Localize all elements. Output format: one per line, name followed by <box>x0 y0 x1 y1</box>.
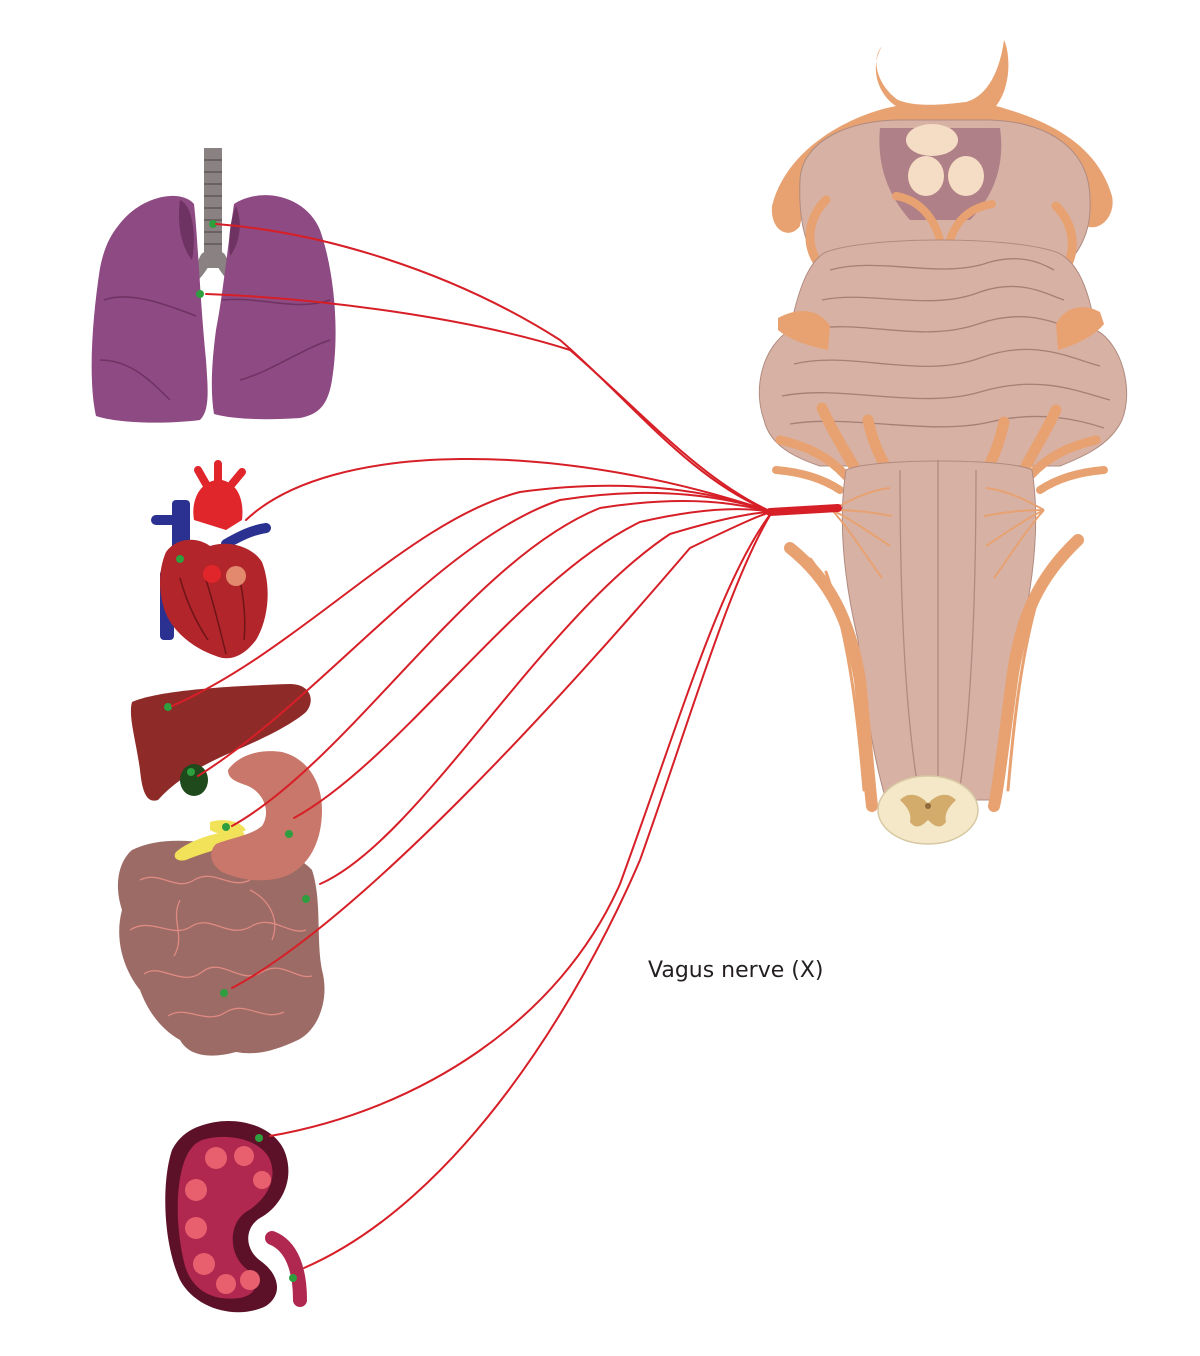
brainstem-icon <box>758 40 1128 845</box>
branch-kidney-lower <box>303 511 773 1269</box>
heart-outlines <box>179 577 246 655</box>
pons-fibers <box>781 258 1111 429</box>
pulmonary-veins <box>151 515 271 549</box>
right-lung <box>211 195 336 420</box>
ureter <box>265 1231 307 1307</box>
intestine-folds <box>129 875 313 1018</box>
trochlear-nerve-right <box>946 200 996 244</box>
aortic-root <box>203 565 221 583</box>
terminal-dot <box>285 830 293 838</box>
branch-liver <box>171 484 773 707</box>
branch-pancreas <box>231 499 773 827</box>
central-canal <box>925 803 931 809</box>
terminal-dot <box>222 823 230 831</box>
branch-intestine-upper <box>319 511 773 885</box>
aortic-branches <box>194 460 246 488</box>
trigeminal-nerve-left <box>778 311 830 350</box>
terminal-dot <box>255 1134 263 1142</box>
trachea-rings <box>204 159 222 245</box>
terminal-dot <box>302 895 310 903</box>
branch-lung-lower <box>205 293 773 513</box>
left-lung <box>91 195 208 423</box>
branch-kidney-upper <box>269 511 773 1137</box>
terminal-dot <box>289 1274 297 1282</box>
branch-stomach <box>293 508 773 819</box>
colliculus <box>908 156 944 196</box>
trigeminal-nerve-right <box>1056 307 1104 350</box>
liver <box>130 684 311 801</box>
lung-hilum-shadow <box>229 206 240 256</box>
trochlear-nerve-left <box>892 192 944 244</box>
kidney-icon <box>165 1120 307 1313</box>
heart-muscle <box>160 539 268 659</box>
vagus-nerve <box>171 223 842 1269</box>
terminal-dot <box>164 703 172 711</box>
vagus-trunk <box>766 504 842 516</box>
branch-lung-upper <box>215 223 773 513</box>
gallbladder <box>180 764 208 796</box>
terminal-dot <box>209 220 217 228</box>
terminal-dot <box>196 290 204 298</box>
renal-pyramids <box>185 1146 271 1294</box>
intestines-icon <box>117 840 325 1056</box>
lung-hilum-shadow <box>178 200 194 260</box>
heart-icon <box>151 460 271 659</box>
aortic-arch <box>193 479 243 530</box>
accessory-nerves <box>784 534 1084 812</box>
terminal-dot <box>176 555 184 563</box>
pons <box>758 239 1128 467</box>
gallbladder-icon <box>180 764 208 796</box>
branch-gallbladder <box>197 491 773 777</box>
colliculus <box>948 156 984 196</box>
branch-intestine-lower <box>231 511 773 989</box>
colliculus <box>906 124 958 156</box>
vagus-nerve-label: Vagus nerve (X) <box>648 958 824 983</box>
pyramid-right <box>957 469 977 801</box>
pancreas <box>174 829 245 861</box>
stomach-icon <box>211 751 322 881</box>
grey-matter <box>900 794 956 827</box>
terminal-dot <box>220 989 228 997</box>
stomach <box>211 751 322 881</box>
pulmonary-trunk <box>226 566 246 586</box>
branch-heart <box>245 458 773 521</box>
terminal-dot <box>187 768 195 776</box>
lungs-icon <box>91 148 336 423</box>
cranial-nerve-roots <box>772 402 1108 494</box>
intestines <box>117 840 325 1056</box>
liver-icon <box>130 684 311 801</box>
pyramid-left <box>899 469 921 801</box>
